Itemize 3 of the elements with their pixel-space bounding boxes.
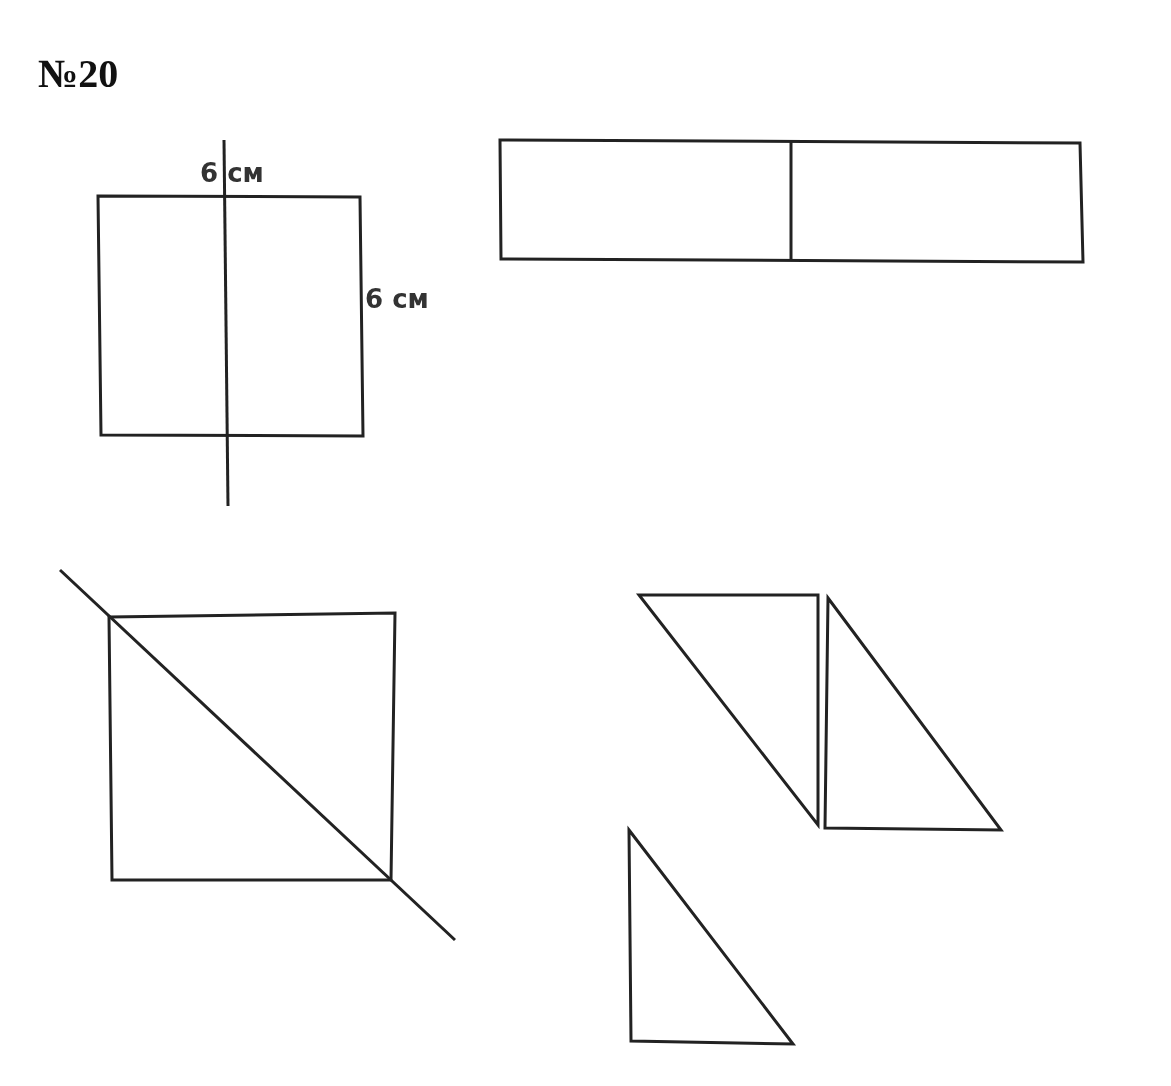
task-number: №20 — [38, 50, 119, 97]
dimension-label: 6 см — [365, 284, 429, 314]
dimension-label: 6 см — [200, 158, 264, 188]
